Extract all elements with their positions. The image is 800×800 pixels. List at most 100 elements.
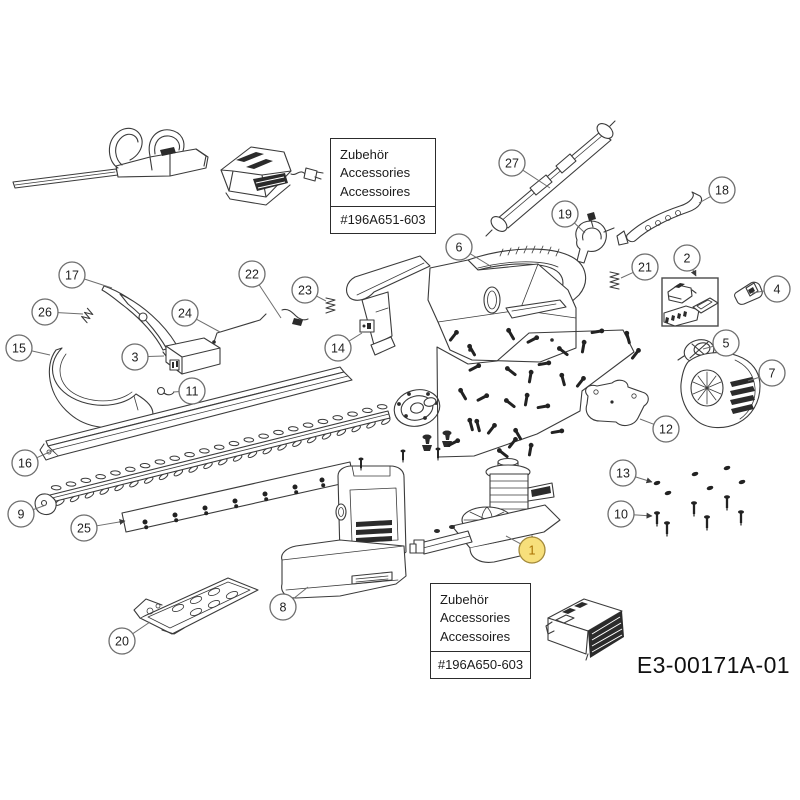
callout-7[interactable]: 7 [747,359,786,387]
spring-26 [81,307,94,324]
callout-leader [690,269,697,277]
callout-16[interactable]: 16 [11,449,55,477]
callout-circle[interactable] [763,275,791,303]
flat-screw [691,471,699,477]
callout-circle[interactable] [758,359,786,387]
callout-14[interactable]: 14 [324,332,363,362]
callout-circle[interactable] [70,514,98,542]
strap-clamp [575,212,615,264]
callout-number: 11 [186,384,199,398]
callout-number: 16 [18,456,32,470]
callout-leader [84,278,113,289]
callout-number: 24 [178,306,192,320]
strip-bolt [319,477,326,488]
screw [458,387,467,401]
long-screw [691,501,697,517]
screw [624,330,631,345]
callout-2[interactable]: 2 [673,244,701,277]
callout-circle[interactable] [631,253,659,281]
screw [523,392,530,407]
callout-circle[interactable] [498,149,526,177]
screw [559,372,566,387]
screw [527,369,534,384]
callout-circle[interactable] [7,500,35,528]
callout-circle[interactable] [712,329,740,357]
callout-circle[interactable] [238,260,266,288]
callout-8[interactable]: 8 [269,586,309,621]
callout-1[interactable]: 1 [505,535,546,564]
screw [556,346,569,357]
callout-12[interactable]: 12 [639,415,680,443]
long-screw [738,510,744,526]
callout-circle[interactable] [121,343,149,371]
callout-circle[interactable] [673,244,701,272]
callout-15[interactable]: 15 [5,334,51,362]
callout-circle[interactable] [708,176,736,204]
callout-number: 23 [298,283,312,297]
callout-leader [505,535,521,545]
callout-17[interactable]: 17 [58,261,113,289]
callout-22[interactable]: 22 [238,260,282,319]
callout-circle[interactable] [551,200,579,228]
screw [467,417,474,432]
callout-circle[interactable] [31,298,59,326]
callout-13[interactable]: 13 [609,459,653,487]
gearbox-assembly [409,457,561,563]
callout-21[interactable]: 21 [620,253,659,281]
accessory-label-de: Zubehör [340,147,389,162]
callout-24[interactable]: 24 [171,299,221,333]
callout-circle[interactable] [5,334,33,362]
callout-leader [702,345,714,350]
callout-5[interactable]: 5 [702,329,740,357]
accessory-part-number-bottom: #196A650-603 [431,651,530,678]
callout-18[interactable]: 18 [698,176,736,204]
callout-circle[interactable] [518,536,546,564]
screw [506,327,515,341]
callout-circle[interactable] [58,261,86,289]
callout-leader [196,318,221,333]
callout-10[interactable]: 10 [607,500,653,528]
callout-23[interactable]: 23 [291,276,327,304]
drawing-number: E3-00171A-01 [636,652,790,678]
screw [468,363,482,372]
spring-23 [325,297,336,314]
callout-19[interactable]: 19 [551,200,586,234]
callout-6[interactable]: 6 [445,233,493,268]
screw [513,427,522,441]
callout-number: 2 [684,251,691,265]
callout-number: 22 [245,267,259,281]
callout-circle[interactable] [324,334,352,362]
callout-9[interactable]: 9 [7,500,47,528]
long-screw [400,449,406,463]
battery-charger-illustration [220,146,324,206]
callout-27[interactable]: 27 [498,149,551,189]
callout-3[interactable]: 3 [121,343,165,371]
screw [527,442,534,457]
callout-circle[interactable] [291,276,319,304]
switch-kit-box [661,277,719,327]
callout-circle[interactable] [269,593,297,621]
cutter-blade [34,389,441,516]
callout-11[interactable]: 11 [172,377,206,405]
callout-number: 19 [558,207,572,221]
callout-circle[interactable] [652,415,680,443]
long-screw [704,515,710,531]
callout-25[interactable]: 25 [70,514,126,542]
callout-4[interactable]: 4 [751,275,791,303]
callout-leader [292,586,309,600]
callout-20[interactable]: 20 [108,621,151,655]
callout-leader [348,332,363,342]
callout-circle[interactable] [108,627,136,655]
callout-circle[interactable] [178,377,206,405]
callout-circle[interactable] [609,459,637,487]
callout-26[interactable]: 26 [31,298,84,326]
screw [526,335,540,344]
callout-number: 9 [18,507,25,521]
callout-circle[interactable] [11,449,39,477]
screw [474,418,481,433]
callout-circle[interactable] [607,500,635,528]
callout-circle[interactable] [171,299,199,327]
screw [476,393,490,402]
callout-circle[interactable] [445,233,473,261]
